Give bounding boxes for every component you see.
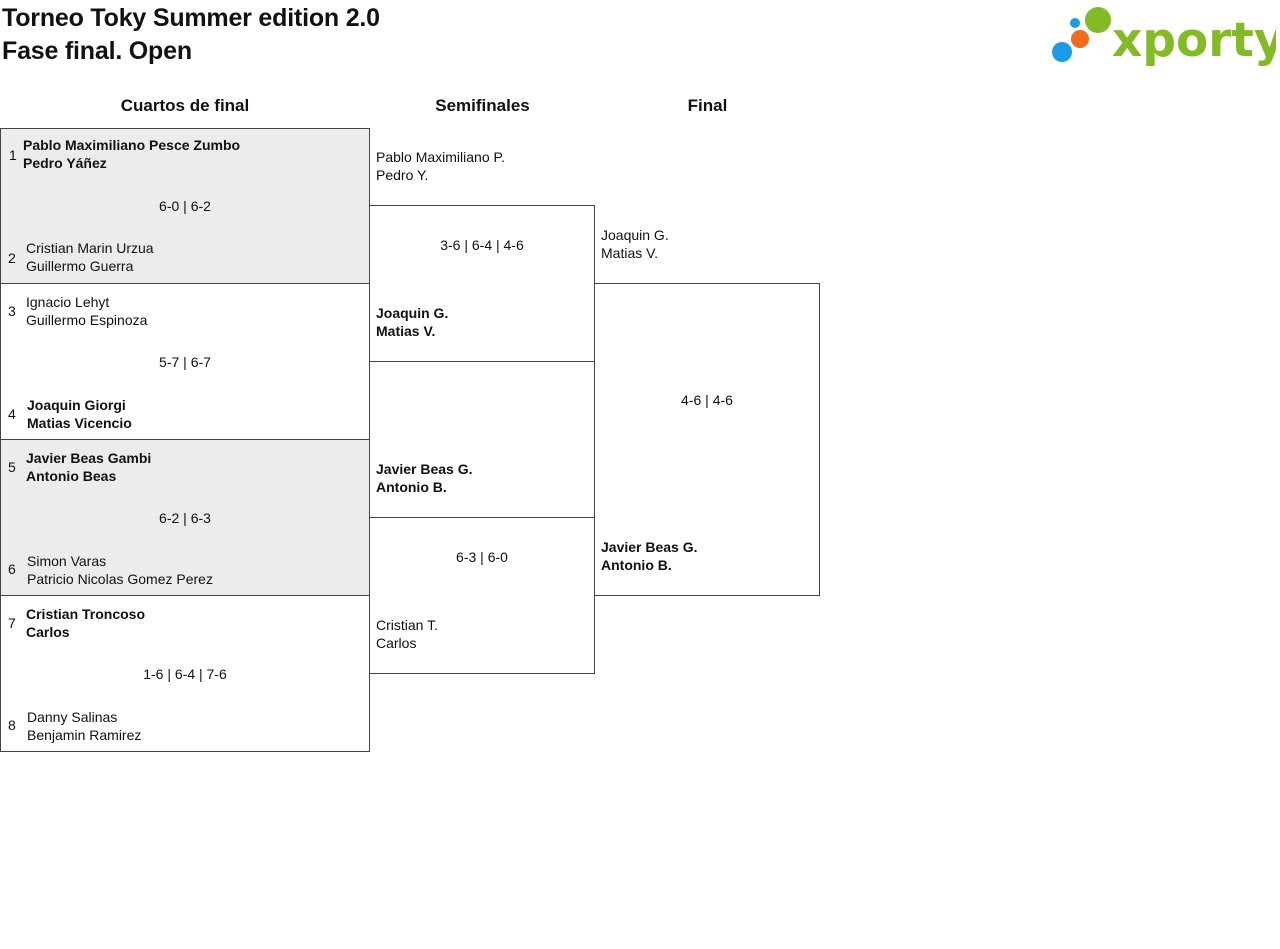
quarterfinal-match-3: 5 Javier Beas Gambi Antonio Beas 6-2 | 6… — [0, 439, 370, 596]
final-bottom-team: Javier Beas G. Antonio B. — [601, 538, 698, 574]
quarterfinal-1-top-team: Pablo Maximiliano Pesce Zumbo Pedro Yáñe… — [23, 136, 240, 172]
match-score: 4-6 | 4-6 — [681, 392, 733, 408]
column-header-final: Final — [687, 96, 728, 115]
seed-number: 6 — [8, 561, 16, 577]
quarterfinal-4-top-team: Cristian Troncoso Carlos — [26, 605, 145, 641]
column-header-quarterfinals: Cuartos de final — [120, 96, 250, 115]
quarterfinal-3-top-team: Javier Beas Gambi Antonio Beas — [26, 449, 151, 485]
xporty-logo: xporty — [1052, 7, 1276, 68]
semifinal-match-2: 6-3 | 6-0 Cristian T. Carlos — [369, 517, 595, 674]
logo-dot-orange — [1071, 30, 1089, 48]
player-name: Javier Beas G. — [376, 461, 473, 477]
player-name: Guillermo Guerra — [26, 258, 134, 274]
player-name: Pedro Y. — [376, 167, 429, 183]
quarterfinal-2-bottom-team: Joaquin Giorgi Matias Vicencio — [27, 396, 132, 432]
semifinal-1-bottom-team: Joaquin G. Matias V. — [376, 304, 448, 340]
logo-dot-blue-small — [1070, 18, 1080, 28]
player-name: Joaquin Giorgi — [27, 397, 126, 413]
match-score: 1-6 | 6-4 | 7-6 — [143, 666, 227, 682]
semifinal-2-top-team: Javier Beas G. Antonio B. — [376, 460, 473, 496]
match-score: 6-0 | 6-2 — [159, 198, 211, 214]
player-name: Benjamin Ramirez — [27, 727, 142, 743]
player-name: Antonio B. — [376, 479, 447, 495]
player-name: Ignacio Lehyt — [26, 294, 110, 310]
quarterfinal-4-bottom-team: Danny Salinas Benjamin Ramirez — [27, 708, 141, 744]
player-name: Antonio B. — [601, 557, 672, 573]
player-name: Patricio Nicolas Gomez Perez — [27, 571, 213, 587]
column-header-semifinals: Semifinales — [435, 96, 530, 115]
player-name: Danny Salinas — [27, 709, 118, 725]
player-name: Matias V. — [376, 323, 436, 339]
quarterfinal-3-bottom-team: Simon Varas Patricio Nicolas Gomez Perez — [27, 552, 213, 588]
quarterfinal-2-top-team: Ignacio Lehyt Guillermo Espinoza — [26, 293, 147, 329]
tournament-title: Torneo Toky Summer edition 2.0 — [2, 4, 380, 32]
semifinal-2-bottom-team: Cristian T. Carlos — [376, 616, 438, 652]
player-name: Antonio Beas — [26, 468, 117, 484]
player-name: Javier Beas G. — [601, 539, 698, 555]
match-score: 5-7 | 6-7 — [159, 354, 211, 370]
player-name: Carlos — [376, 635, 417, 651]
player-name: Cristian Troncoso — [26, 606, 146, 622]
quarterfinal-match-2: 3 Ignacio Lehyt Guillermo Espinoza 5-7 |… — [0, 283, 370, 440]
tournament-subtitle: Fase final. Open — [2, 37, 192, 65]
semifinal-1-top-team: Pablo Maximiliano P. Pedro Y. — [376, 148, 505, 184]
logo-text: xporty — [1112, 13, 1276, 68]
player-name: Joaquin G. — [601, 227, 669, 243]
quarterfinal-match-1: 1 Pablo Maximiliano Pesce Zumbo Pedro Yá… — [0, 128, 370, 284]
seed-number: 8 — [8, 717, 16, 733]
quarterfinal-match-4: 7 Cristian Troncoso Carlos 1-6 | 6-4 | 7… — [0, 595, 370, 752]
match-score: 6-2 | 6-3 — [159, 510, 211, 526]
final-match: 4-6 | 4-6 Javier Beas G. Antonio B. — [594, 283, 820, 596]
player-name: Pablo Maximiliano P. — [376, 149, 505, 165]
final-top-team: Joaquin G. Matias V. — [601, 226, 669, 262]
logo-dot-green — [1085, 7, 1111, 33]
player-name: Pedro Yáñez — [23, 155, 107, 171]
player-name: Guillermo Espinoza — [26, 312, 148, 328]
match-score: 6-3 | 6-0 — [456, 549, 508, 565]
quarterfinal-1-bottom-team: Cristian Marin Urzua Guillermo Guerra — [26, 239, 154, 275]
logo-dot-blue — [1052, 42, 1072, 62]
player-name: Cristian T. — [376, 617, 438, 633]
player-name: Pablo Maximiliano Pesce Zumbo — [23, 137, 241, 153]
seed-number: 5 — [8, 459, 16, 475]
player-name: Simon Varas — [27, 553, 107, 569]
player-name: Matias Vicencio — [27, 415, 132, 431]
player-name: Javier Beas Gambi — [26, 450, 152, 466]
seed-number: 4 — [8, 406, 16, 422]
semifinal-match-1: 3-6 | 6-4 | 4-6 Joaquin G. Matias V. — [369, 205, 595, 362]
player-name: Matias V. — [601, 245, 659, 261]
player-name: Cristian Marin Urzua — [26, 240, 154, 256]
seed-number: 7 — [8, 615, 16, 631]
seed-number: 2 — [8, 250, 16, 266]
player-name: Joaquin G. — [376, 305, 449, 321]
match-score: 3-6 | 6-4 | 4-6 — [440, 237, 524, 253]
player-name: Carlos — [26, 624, 70, 640]
seed-number: 1 — [9, 147, 17, 163]
seed-number: 3 — [8, 303, 16, 319]
